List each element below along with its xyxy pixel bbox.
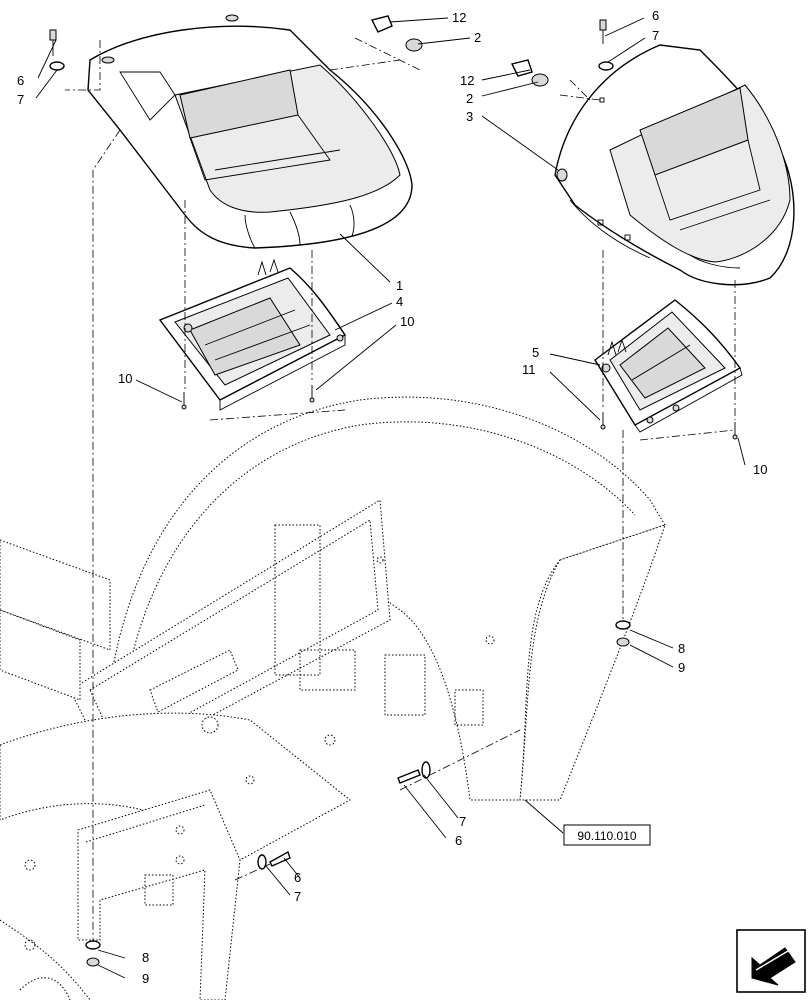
callout-10-mid: 10 xyxy=(400,314,414,329)
reference-box-label[interactable]: 90.110.010 xyxy=(577,829,636,843)
assembly-center-lines xyxy=(65,37,736,940)
callout-9-left: 9 xyxy=(142,971,149,986)
callout-11: 11 xyxy=(522,362,536,377)
reference-box[interactable]: 90.110.010 xyxy=(563,824,651,846)
callout-10-left: 10 xyxy=(118,371,132,386)
callout-6-topleft: 6 xyxy=(17,73,24,88)
callout-6-mid: 6 xyxy=(455,833,462,848)
hardware xyxy=(49,15,738,967)
callout-9-right: 9 xyxy=(678,660,685,675)
callout-7-mid: 7 xyxy=(459,814,466,829)
callouts: 12 2 6 7 6 7 12 2 3 1 4 10 10 5 11 10 8 … xyxy=(17,8,767,986)
callout-8-left: 8 xyxy=(142,950,149,965)
callout-8-right: 8 xyxy=(678,641,685,656)
callout-6-lower: 6 xyxy=(294,870,301,885)
callout-4: 4 xyxy=(396,294,403,309)
callout-6-topright: 6 xyxy=(652,8,659,23)
callout-12-left: 12 xyxy=(452,10,466,25)
callout-2-right: 2 xyxy=(466,91,473,106)
left-cover-part-1 xyxy=(87,14,413,249)
right-cover-part-3 xyxy=(554,44,795,286)
left-tray-part-4 xyxy=(158,258,347,411)
return-arrow-icon[interactable] xyxy=(736,929,806,993)
callout-7-lower: 7 xyxy=(294,889,301,904)
callout-7-topright: 7 xyxy=(652,28,659,43)
fender-frame-assembly xyxy=(0,396,666,1000)
callout-12-right: 12 xyxy=(460,73,474,88)
callout-3: 3 xyxy=(466,109,473,124)
right-tray-part-5 xyxy=(594,299,743,433)
callout-2-left: 2 xyxy=(474,30,481,45)
callout-5: 5 xyxy=(532,345,539,360)
leader-lines xyxy=(35,17,746,979)
callout-1: 1 xyxy=(396,278,403,293)
callout-10-right: 10 xyxy=(753,462,767,477)
callout-7-topleft: 7 xyxy=(17,92,24,107)
